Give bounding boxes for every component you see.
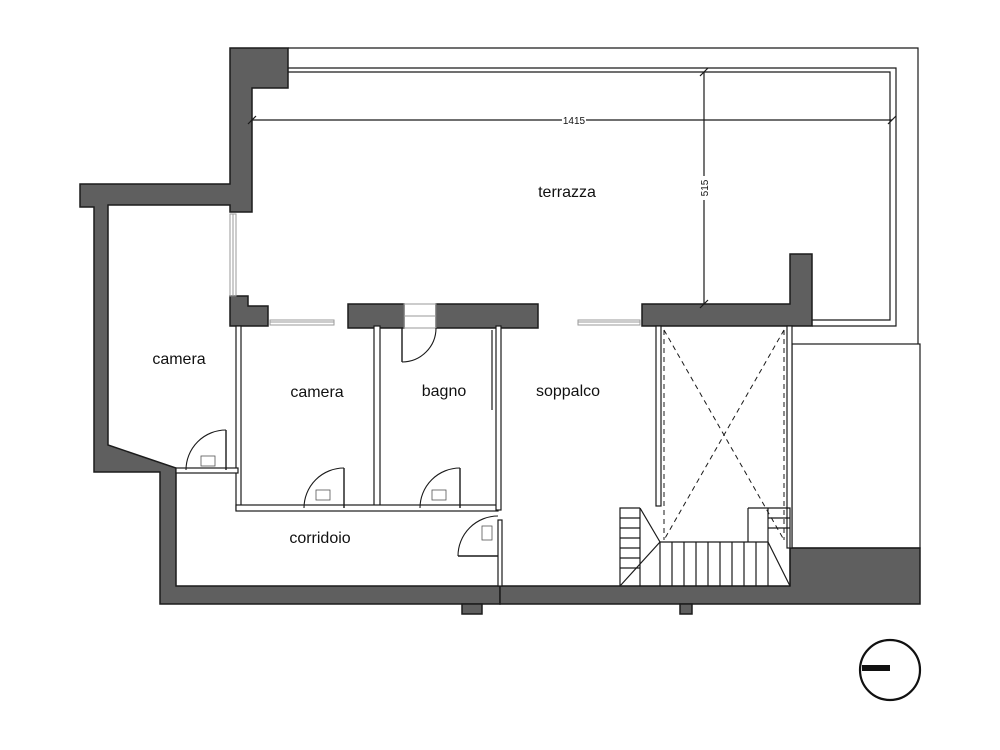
terrace-parapet xyxy=(288,47,919,344)
room-label-terrace: terrazza xyxy=(538,184,596,201)
doors xyxy=(185,327,499,557)
door-bagno-lower xyxy=(419,467,461,509)
room-label-bathroom: bagno xyxy=(422,383,467,400)
wall-segment-right xyxy=(641,253,813,327)
sliding-doors xyxy=(229,213,641,329)
partition-stair-left xyxy=(655,325,662,507)
wall-bottom-right xyxy=(499,547,921,605)
wall-stub-left xyxy=(229,295,269,327)
room-label-mezzanine: soppalco xyxy=(536,383,600,400)
door-camera-center xyxy=(303,467,345,509)
dimension-terrace-width: 1415 xyxy=(563,116,586,127)
stair-void xyxy=(663,329,785,541)
external-block-right xyxy=(791,343,921,549)
pillar-bottom-left xyxy=(461,603,483,615)
partition-corridor-right xyxy=(497,519,503,587)
door-corridor xyxy=(457,515,499,557)
pillar-bottom-right xyxy=(679,603,693,615)
partition-camera-left xyxy=(235,325,242,511)
north-arrow-icon xyxy=(858,638,922,702)
partition-left-stub xyxy=(175,467,239,474)
room-label-corridor: corridoio xyxy=(289,530,350,547)
partitions xyxy=(175,325,793,587)
staircase xyxy=(619,507,791,587)
dim-depth-bg xyxy=(698,176,710,200)
room-label-bedroom-left: camera xyxy=(152,351,205,368)
dim-width-bg xyxy=(562,114,586,126)
partition-camera-bagno xyxy=(373,325,381,511)
room-label-bedroom-center: camera xyxy=(290,384,343,401)
wall-upper-left xyxy=(79,47,501,605)
dimension-terrace-depth: 515 xyxy=(700,179,711,196)
door-camera-left xyxy=(185,429,227,471)
partition-bottom-rooms xyxy=(235,504,499,512)
door-bagno-upper xyxy=(401,327,437,363)
partition-bagno-right xyxy=(495,325,502,511)
wall-segment-center xyxy=(347,303,405,329)
wall-segment-bagno xyxy=(435,303,539,329)
